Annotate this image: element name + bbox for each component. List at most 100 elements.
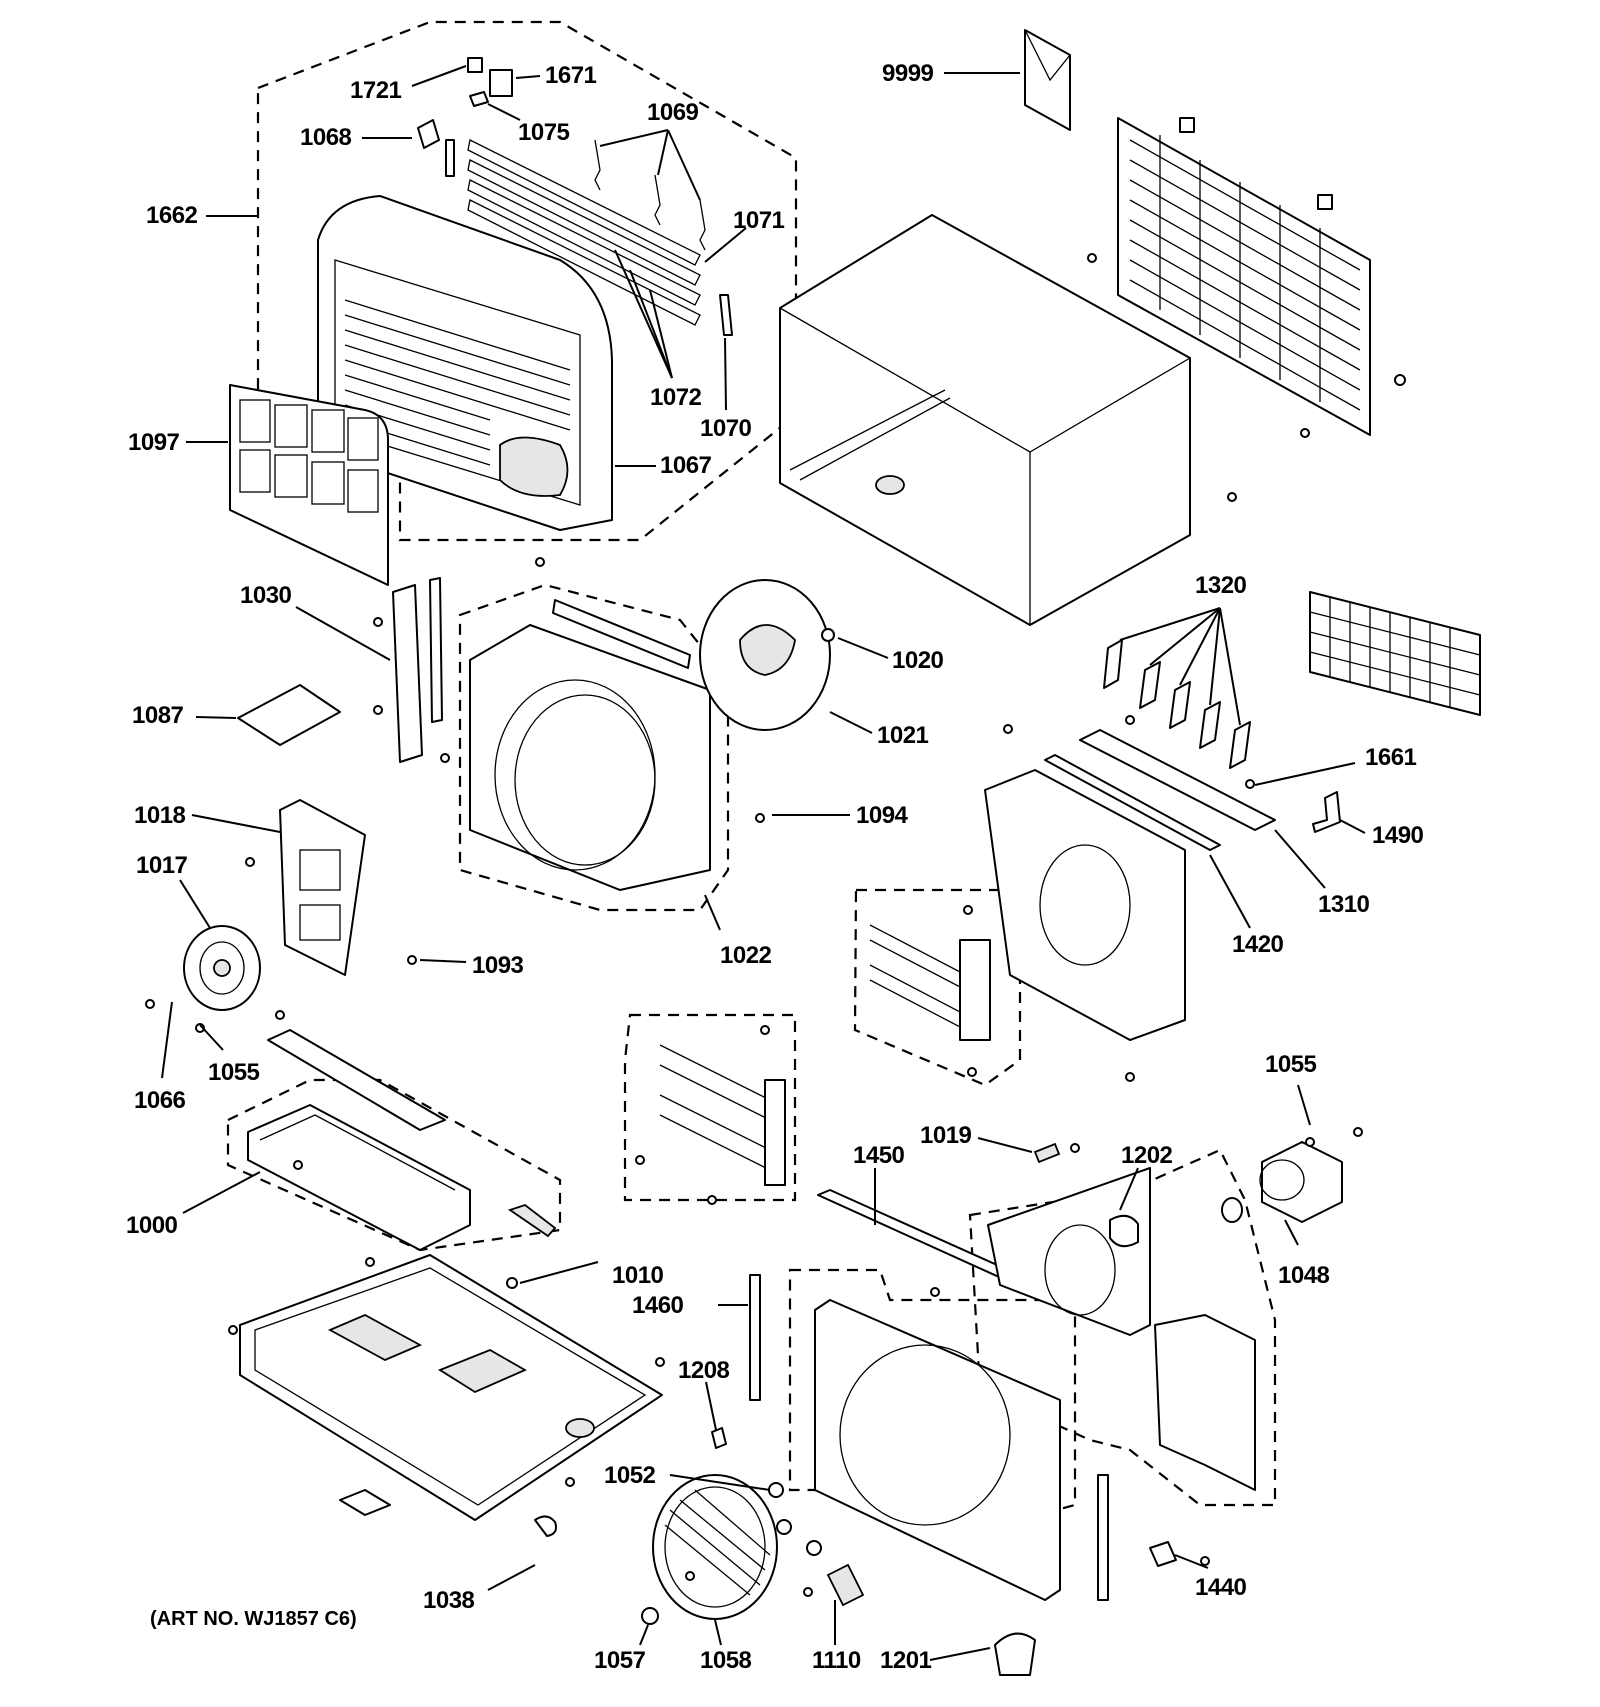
motor-1017 [183, 925, 261, 1011]
motor-spacer [1221, 1197, 1243, 1223]
label-1052: 1052 [604, 1462, 656, 1489]
blower-scroll-1450 [814, 1299, 1061, 1601]
art-number: (ART NO. WJ1857 C6) [150, 1608, 357, 1630]
label-1097: 1097 [128, 429, 180, 456]
label-1310: 1310 [1318, 891, 1370, 918]
base-plug [339, 1489, 391, 1516]
label-1030: 1030 [240, 582, 292, 609]
strip-1420 [1044, 754, 1221, 851]
label-1420: 1420 [1232, 931, 1284, 958]
label-1201: 1201 [880, 1647, 932, 1674]
heater-group-boundary [623, 1013, 797, 1202]
seal-strip [552, 599, 691, 669]
bracket-1068 [417, 119, 440, 149]
label-1460: 1460 [632, 1292, 684, 1319]
gasket-right [1097, 1474, 1109, 1601]
drain-pan-group-boundary [226, 1078, 562, 1252]
label-1018: 1018 [134, 802, 186, 829]
label-9999: 9999 [882, 60, 934, 87]
label-1093: 1093 [472, 952, 524, 979]
condenser-fan-blade [699, 579, 831, 731]
strip-1070 [719, 294, 733, 336]
control-bracket-1087 [237, 684, 341, 746]
label-1450: 1450 [853, 1142, 905, 1169]
louver-links [594, 139, 706, 251]
bushing-1052b [776, 1519, 792, 1535]
upper-heater-coils [869, 924, 991, 1041]
clamp-1440 [1149, 1541, 1177, 1567]
label-1010: 1010 [612, 1262, 664, 1289]
rear-grille [1117, 117, 1371, 436]
motor-bracket-1018 [279, 799, 366, 976]
label-1000: 1000 [126, 1212, 178, 1239]
label-1208: 1208 [678, 1357, 730, 1384]
insulation-panel [1154, 1314, 1256, 1491]
small-bracket-1721 [467, 57, 483, 73]
thermistor-1019 [1033, 1142, 1061, 1164]
label-1094: 1094 [856, 802, 909, 829]
label-1068: 1068 [300, 124, 352, 151]
clip-1490 [1312, 791, 1341, 833]
label-1662: 1662 [146, 202, 198, 229]
lower-heater-coils [659, 1044, 786, 1186]
label-1721: 1721 [350, 77, 402, 104]
condenser-shroud [469, 624, 711, 891]
label-1110: 1110 [812, 1647, 861, 1674]
blower-group-boundary [788, 1268, 1077, 1532]
shroud-group-boundary [458, 583, 730, 912]
scroll-side-plate [987, 1167, 1151, 1336]
barrier-1310 [1079, 729, 1276, 831]
label-1022: 1022 [720, 942, 772, 969]
drain-clip [507, 1203, 557, 1238]
screws [145, 253, 1406, 1597]
manual-envelope [1024, 29, 1071, 131]
label-1069: 1069 [647, 99, 699, 126]
bushing-1052c [806, 1540, 822, 1556]
fan-nut-1020 [821, 628, 835, 642]
drain-pan-top-plate [267, 1029, 446, 1131]
label-1067: 1067 [660, 452, 712, 479]
clip-1110 [826, 1563, 865, 1607]
label-1202: 1202 [1121, 1142, 1173, 1169]
label-1072: 1072 [650, 384, 702, 411]
front-grille-panel [317, 195, 613, 531]
label-1070: 1070 [700, 415, 752, 442]
clamp-1038 [534, 1515, 557, 1537]
bushing-1052 [768, 1482, 784, 1498]
base-pan [239, 1254, 663, 1521]
label-1057: 1057 [594, 1647, 646, 1674]
label-1019: 1019 [920, 1122, 972, 1149]
label-1021: 1021 [877, 722, 929, 749]
heater-upper-group-boundary [853, 888, 1022, 1087]
label-1087: 1087 [132, 702, 184, 729]
rear-screen [1309, 591, 1481, 716]
control-knob-1671 [489, 69, 513, 97]
label-1661: 1661 [1365, 744, 1417, 771]
label-1671: 1671 [545, 62, 597, 89]
side-strip [429, 577, 443, 723]
evaporator-tray-1000 [247, 1104, 471, 1251]
bushing-1202 [1109, 1214, 1139, 1248]
part-labels: 1721 1671 1075 1068 1069 1662 1071 1072 … [126, 60, 1424, 1674]
strip-1068b [445, 139, 455, 177]
label-1058: 1058 [700, 1647, 752, 1674]
label-1038: 1038 [423, 1587, 475, 1614]
label-1490: 1490 [1372, 822, 1424, 849]
label-1048: 1048 [1278, 1262, 1330, 1289]
label-1020: 1020 [892, 647, 944, 674]
leader-lines [161, 65, 1366, 1661]
side-bracket-1030 [392, 584, 423, 763]
louver-strips [467, 139, 701, 326]
label-1320: 1320 [1195, 572, 1247, 599]
label-1017: 1017 [136, 852, 188, 879]
nut-1057 [641, 1607, 659, 1625]
label-1055-right: 1055 [1265, 1051, 1317, 1078]
blower-wheel-1058 [652, 1474, 778, 1620]
label-1066: 1066 [134, 1087, 186, 1114]
baffles-1320 [1103, 639, 1251, 769]
clip-1075 [469, 91, 489, 107]
clamp-1201 [994, 1632, 1036, 1676]
label-1440: 1440 [1195, 1574, 1247, 1601]
blower-motor-1048 [1259, 1141, 1343, 1223]
